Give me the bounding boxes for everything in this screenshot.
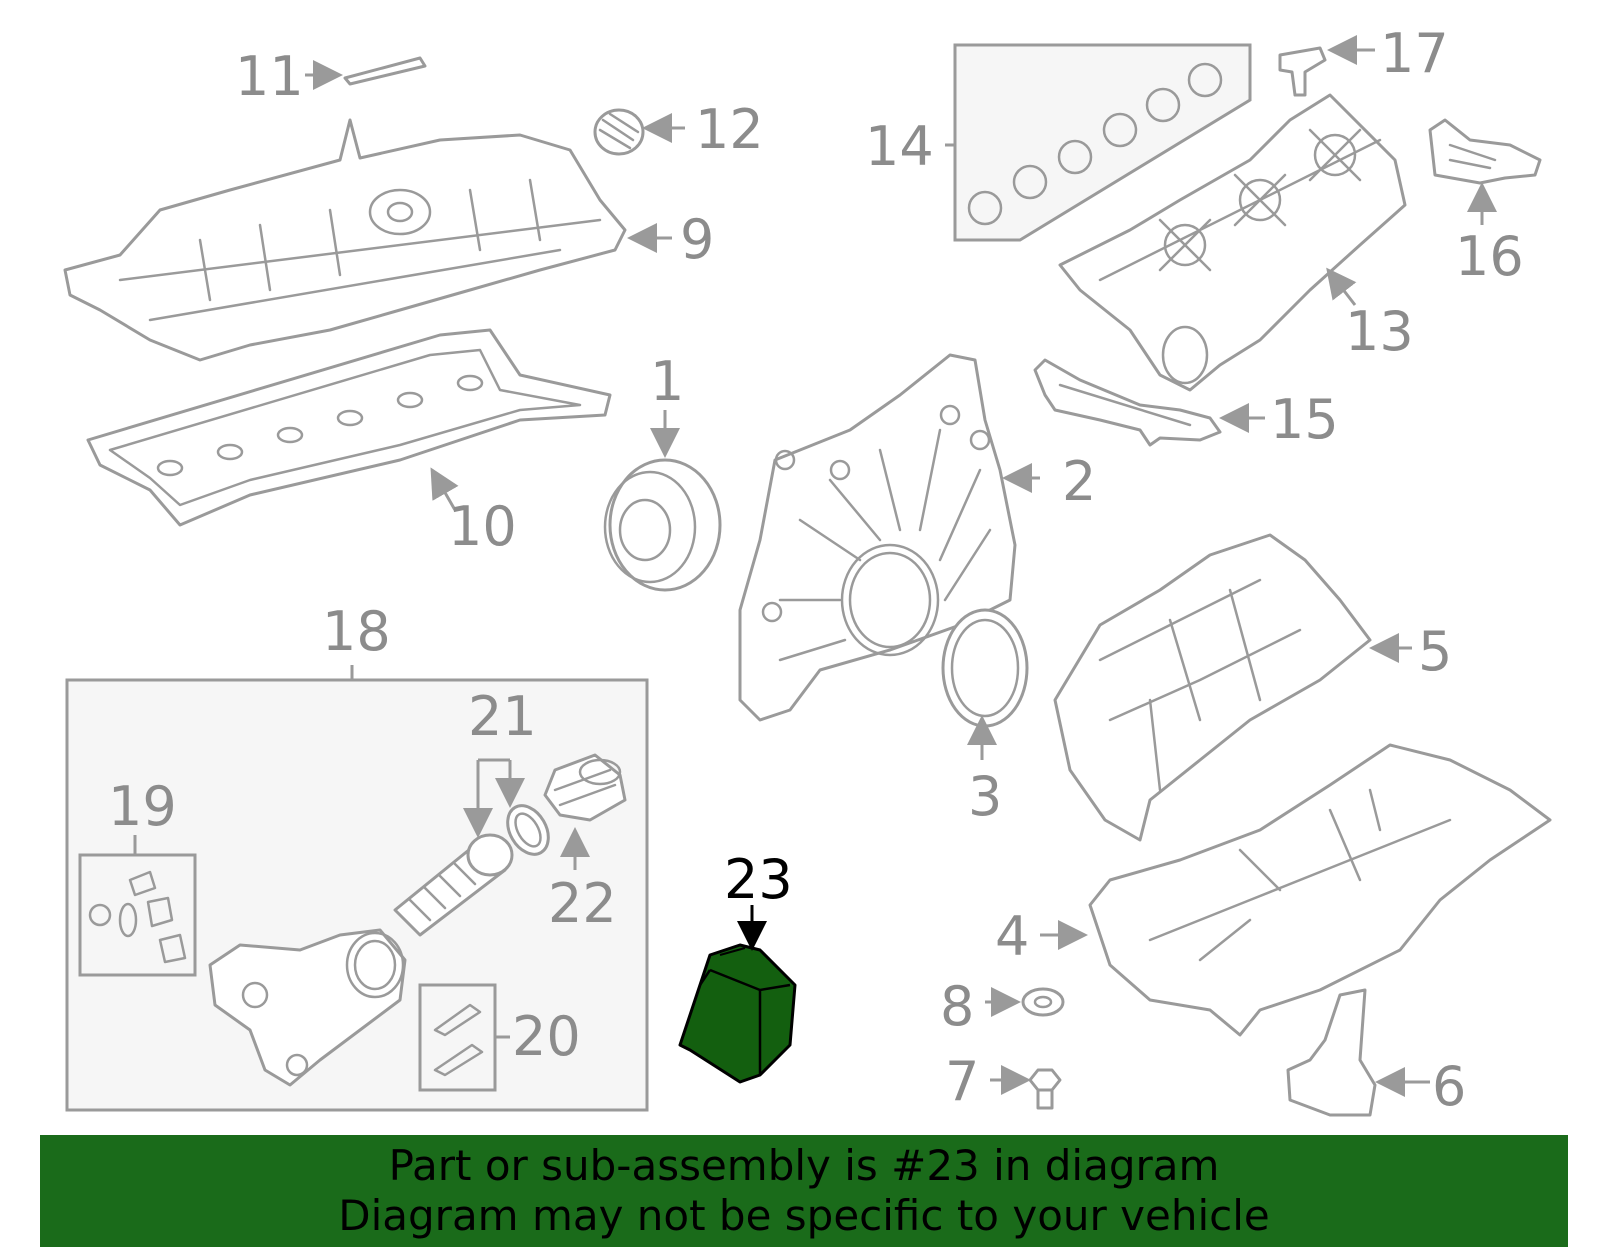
part-14-seal-kit xyxy=(945,43,1252,242)
part-6-oil-pickup xyxy=(1286,988,1430,1117)
part-4-oil-pan-lower xyxy=(1040,743,1552,1037)
callout-5: 5 xyxy=(1418,620,1452,683)
callout-17: 17 xyxy=(1380,22,1449,85)
part-13-intake-manifold xyxy=(1058,93,1407,392)
banner-line-2: Diagram may not be specific to your vehi… xyxy=(338,1191,1270,1240)
part-2-timing-cover xyxy=(738,353,1040,722)
callout-18: 18 xyxy=(322,600,391,663)
callout-6: 6 xyxy=(1432,1055,1466,1118)
banner-line-1: Part or sub-assembly is #23 in diagram xyxy=(388,1141,1220,1190)
part-1-pulley xyxy=(603,410,722,592)
part-7-drain-bolt xyxy=(990,1065,1062,1110)
callout-19: 19 xyxy=(108,775,177,838)
callout-15: 15 xyxy=(1270,388,1339,451)
part-12-cap xyxy=(593,108,685,156)
callout-16: 16 xyxy=(1455,225,1524,288)
callout-23: 23 xyxy=(724,848,793,911)
part-17-sensor xyxy=(1278,35,1375,97)
callout-21: 21 xyxy=(468,685,537,748)
callout-4: 4 xyxy=(995,905,1029,968)
part-15-bracket xyxy=(1033,358,1265,447)
part-5-oil-pan-upper xyxy=(1053,533,1412,842)
part-23-highlighted xyxy=(678,905,797,1084)
callout-9: 9 xyxy=(680,208,714,271)
callout-10: 10 xyxy=(448,495,517,558)
callout-7: 7 xyxy=(945,1050,979,1113)
callout-11: 11 xyxy=(235,45,304,108)
callout-1: 1 xyxy=(650,350,684,413)
part-10-gasket xyxy=(86,328,612,527)
part-9-valve-cover xyxy=(63,118,672,362)
callout-14: 14 xyxy=(865,115,934,178)
callout-3: 3 xyxy=(968,765,1002,828)
info-banner: Part or sub-assembly is #23 in diagram D… xyxy=(40,1135,1568,1247)
part-18-oil-filter-housing-box xyxy=(65,665,649,1112)
callout-22: 22 xyxy=(548,872,617,935)
part-11-gasket xyxy=(305,56,427,90)
callout-12: 12 xyxy=(695,98,764,161)
callout-20: 20 xyxy=(512,1005,581,1068)
part-3-seal xyxy=(941,608,1029,760)
callout-8: 8 xyxy=(940,975,974,1038)
callout-13: 13 xyxy=(1345,300,1414,363)
part-16-bracket xyxy=(1428,118,1542,225)
callout-2: 2 xyxy=(1062,450,1096,513)
part-8-washer xyxy=(985,987,1065,1017)
